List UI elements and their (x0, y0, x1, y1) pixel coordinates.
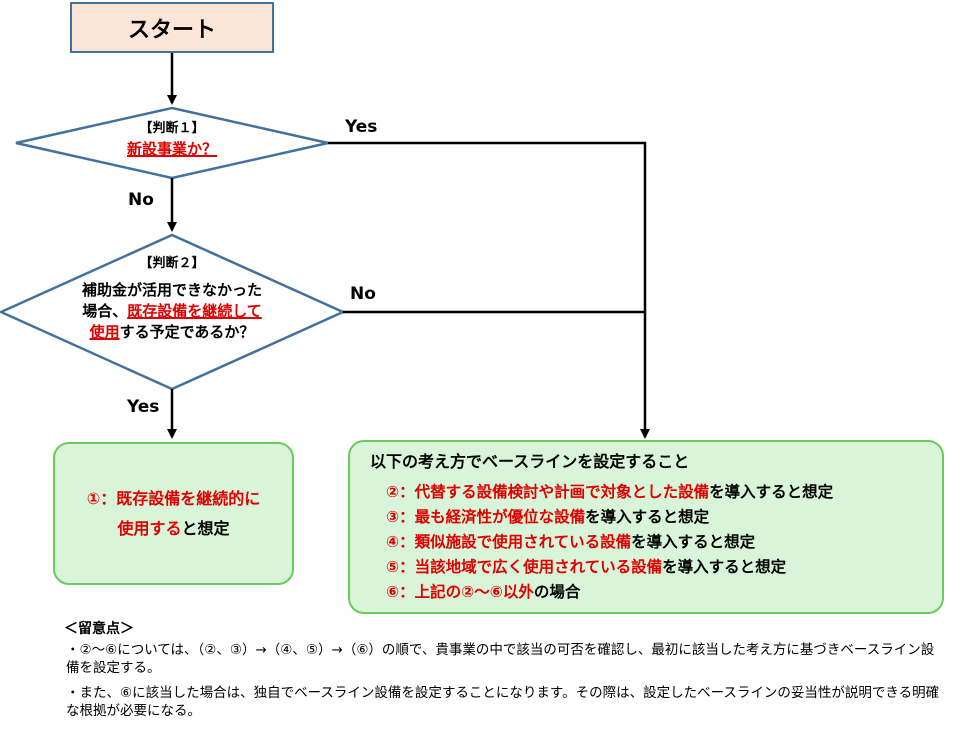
result2-item-plain: を導入すると想定 (662, 558, 787, 576)
decision1-no-label: No (128, 190, 154, 210)
result1-text: ①：既存設備を継続的に 使用すると想定 (87, 484, 261, 544)
result2-box (348, 440, 944, 614)
decision2-no-label: No (350, 284, 376, 304)
result1-line2: 使用すると想定 (87, 514, 261, 544)
result2-item: ②：代替する設備検討や計画で対象とした設備を導入すると想定 (386, 480, 833, 502)
result2-item-plain: の場合 (533, 583, 581, 601)
decision2-line3-red: 使用 (89, 323, 120, 341)
result2-item-red: ③：最も経済性が優位な設備 (386, 508, 586, 526)
decision2-line3-plain: する予定であるか？ (119, 323, 255, 341)
decision1-text: 【判断１】 新設事業か？ (72, 118, 272, 160)
result2-item: ④：類似施設で使用されている設備を導入すると想定 (386, 530, 755, 552)
start-node: スタート (70, 2, 274, 53)
result2-item-red: ④：類似施設で使用されている設備 (386, 533, 632, 551)
decision2-line1: 補助金が活用できなかった (81, 281, 262, 299)
note-item: ・②～⑥については、（②、③）→（④、⑤）→（⑥）の順で、貴事業の中で該当の可否… (66, 642, 935, 676)
decision2-line2: 場合、既存設備を継続して (32, 301, 312, 322)
decision1-title: 【判断１】 (139, 121, 205, 136)
decision2-line2-plain: 場合、 (82, 302, 128, 320)
decision1-yes-label: Yes (345, 117, 378, 137)
decision2-line3: 使用する予定であるか？ (32, 322, 312, 343)
result2-item: ③：最も経済性が優位な設備を導入すると想定 (386, 505, 709, 527)
result2-item-plain: を導入すると想定 (585, 508, 710, 526)
notes-heading: ＜留意点＞ (64, 621, 134, 637)
decision1-question: 新設事業か？ (126, 140, 217, 158)
decision2-yes-label: Yes (127, 397, 160, 417)
result2-item: ⑥：上記の②～⑥以外の場合 (386, 580, 580, 602)
result2-item-red: ②：代替する設備検討や計画で対象とした設備 (386, 483, 710, 501)
result2-item-red: ⑥：上記の②～⑥以外 (386, 583, 534, 601)
result2-item: ⑤：当該地域で広く使用されている設備を導入すると想定 (386, 555, 786, 577)
result2-title: 以下の考え方でベースラインを設定すること (370, 452, 690, 471)
result1-line2-plain: と想定 (181, 518, 230, 538)
result1-line2-red: 使用する (117, 518, 182, 538)
result2-item-red: ⑤：当該地域で広く使用されている設備 (386, 558, 663, 576)
decision2-text: 【判断２】 補助金が活用できなかった 場合、既存設備を継続して 使用する予定であ… (32, 253, 312, 343)
note-item: ・また、⑥に該当した場合は、独自でベースライン設備を設定することになります。その… (66, 685, 940, 719)
result1-box: ①：既存設備を継続的に 使用すると想定 (53, 442, 294, 585)
decision2-title: 【判断２】 (139, 256, 205, 271)
decision2-line2-red: 既存設備を継続して (127, 302, 262, 320)
result2-item-plain: を導入すると想定 (631, 533, 756, 551)
result2-item-plain: を導入すると想定 (709, 483, 834, 501)
arrow-decision1-yes-to-result2 (328, 141, 650, 439)
result1-line1: ①：既存設備を継続的に (86, 488, 261, 508)
